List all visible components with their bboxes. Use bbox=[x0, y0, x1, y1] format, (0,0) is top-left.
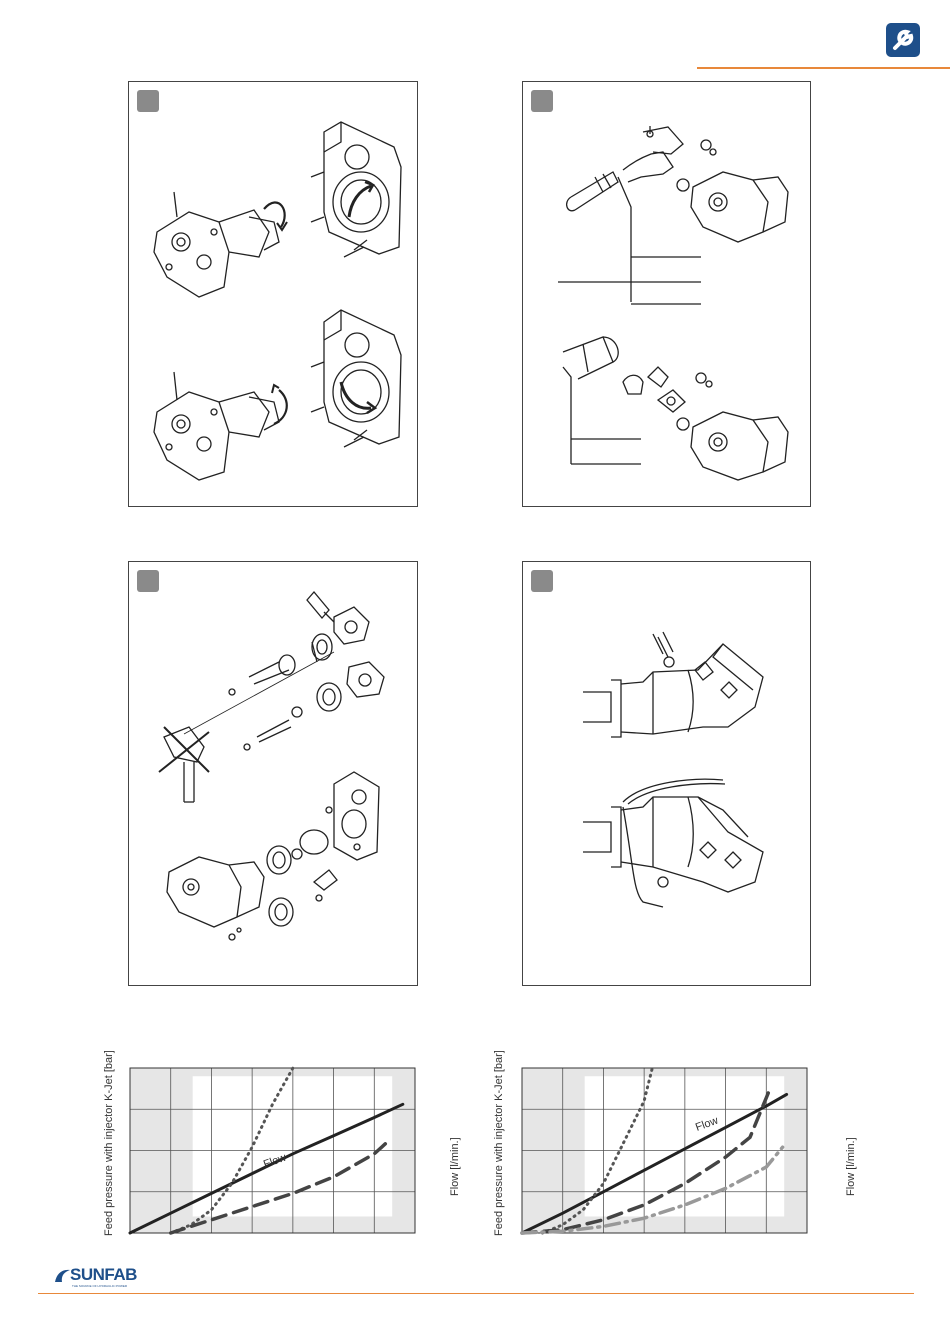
figure-panel-4 bbox=[522, 561, 811, 986]
left-chart-ylabel: Feed pressure with injector K-Jet [bar] bbox=[103, 1050, 115, 1236]
right-chart-plot-inner bbox=[585, 1076, 785, 1216]
sunfab-logo: SUNFAB THE SOURCE OF HYDRAULIC POWER bbox=[52, 1264, 142, 1294]
figure-panel-1 bbox=[128, 81, 418, 507]
right-chart-y2label: Flow [l/min.] bbox=[845, 1137, 857, 1196]
figure-panel-3 bbox=[128, 561, 418, 986]
wrench-icon[interactable] bbox=[886, 23, 920, 57]
brand-tagline: THE SOURCE OF HYDRAULIC POWER bbox=[72, 1284, 127, 1288]
brand-name: SUNFAB bbox=[70, 1265, 137, 1285]
hose-connection-illustration bbox=[523, 82, 810, 506]
shaft-coupling-illustration bbox=[129, 562, 417, 985]
header-line bbox=[697, 67, 950, 69]
pump-mounting-illustration bbox=[129, 82, 417, 506]
right-chart-ylabel: Feed pressure with injector K-Jet [bar] bbox=[493, 1050, 505, 1236]
sunfab-emblem-icon bbox=[52, 1266, 72, 1286]
figure-panel-2 bbox=[522, 81, 811, 507]
right-chart: Flow bbox=[514, 1063, 814, 1238]
left-chart: Flow bbox=[122, 1063, 422, 1238]
left-chart-y2label: Flow [l/min.] bbox=[449, 1137, 461, 1196]
drain-line-illustration bbox=[523, 562, 810, 985]
footer-line bbox=[38, 1293, 914, 1294]
